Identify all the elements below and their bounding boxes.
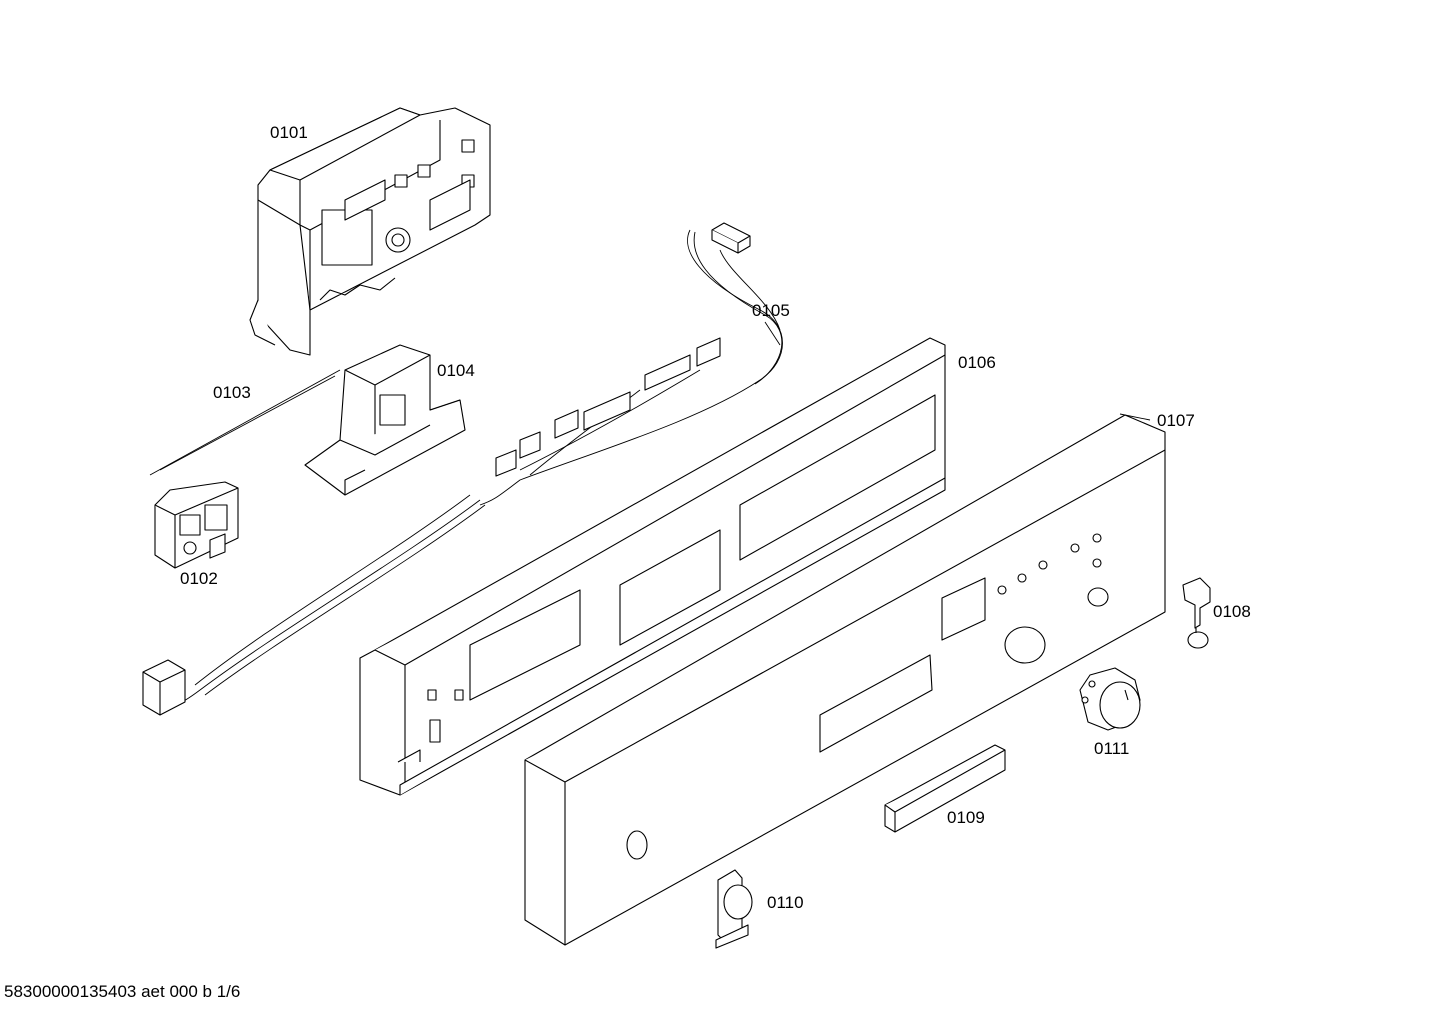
document-code: 58300000135403 aet 000 b 1/6	[4, 982, 241, 1001]
label-0109[interactable]: 0109	[947, 808, 985, 827]
label-0106[interactable]: 0106	[958, 353, 996, 372]
part-0103-lead	[149, 369, 341, 476]
part-0107-fascia-panel[interactable]	[524, 414, 1166, 946]
part-0111-knob[interactable]	[1079, 667, 1141, 731]
label-0102[interactable]: 0102	[180, 569, 218, 588]
leader-lines	[764, 321, 1151, 421]
part-0105-connectors[interactable]	[142, 222, 751, 716]
label-0110[interactable]: 0110	[767, 893, 804, 912]
part-0101-control-module[interactable]	[249, 107, 491, 356]
label-0101[interactable]: 0101	[270, 123, 308, 142]
part-0102-switch-block[interactable]	[154, 481, 239, 569]
part-0106-control-frame[interactable]	[359, 337, 946, 796]
label-0103[interactable]: 0103	[213, 383, 251, 402]
part-0110-switch[interactable]	[715, 869, 753, 949]
label-0107[interactable]: 0107	[1157, 411, 1195, 430]
label-0111[interactable]: 0111	[1094, 739, 1130, 758]
part-0104-bracket[interactable]	[304, 344, 466, 496]
part-0108-lever[interactable]	[1182, 577, 1211, 649]
label-0104[interactable]: 0104	[437, 361, 475, 380]
label-0105[interactable]: 0105	[752, 301, 790, 320]
label-0108[interactable]: 0108	[1213, 602, 1251, 621]
part-0109-trim-strip[interactable]	[884, 744, 1006, 833]
